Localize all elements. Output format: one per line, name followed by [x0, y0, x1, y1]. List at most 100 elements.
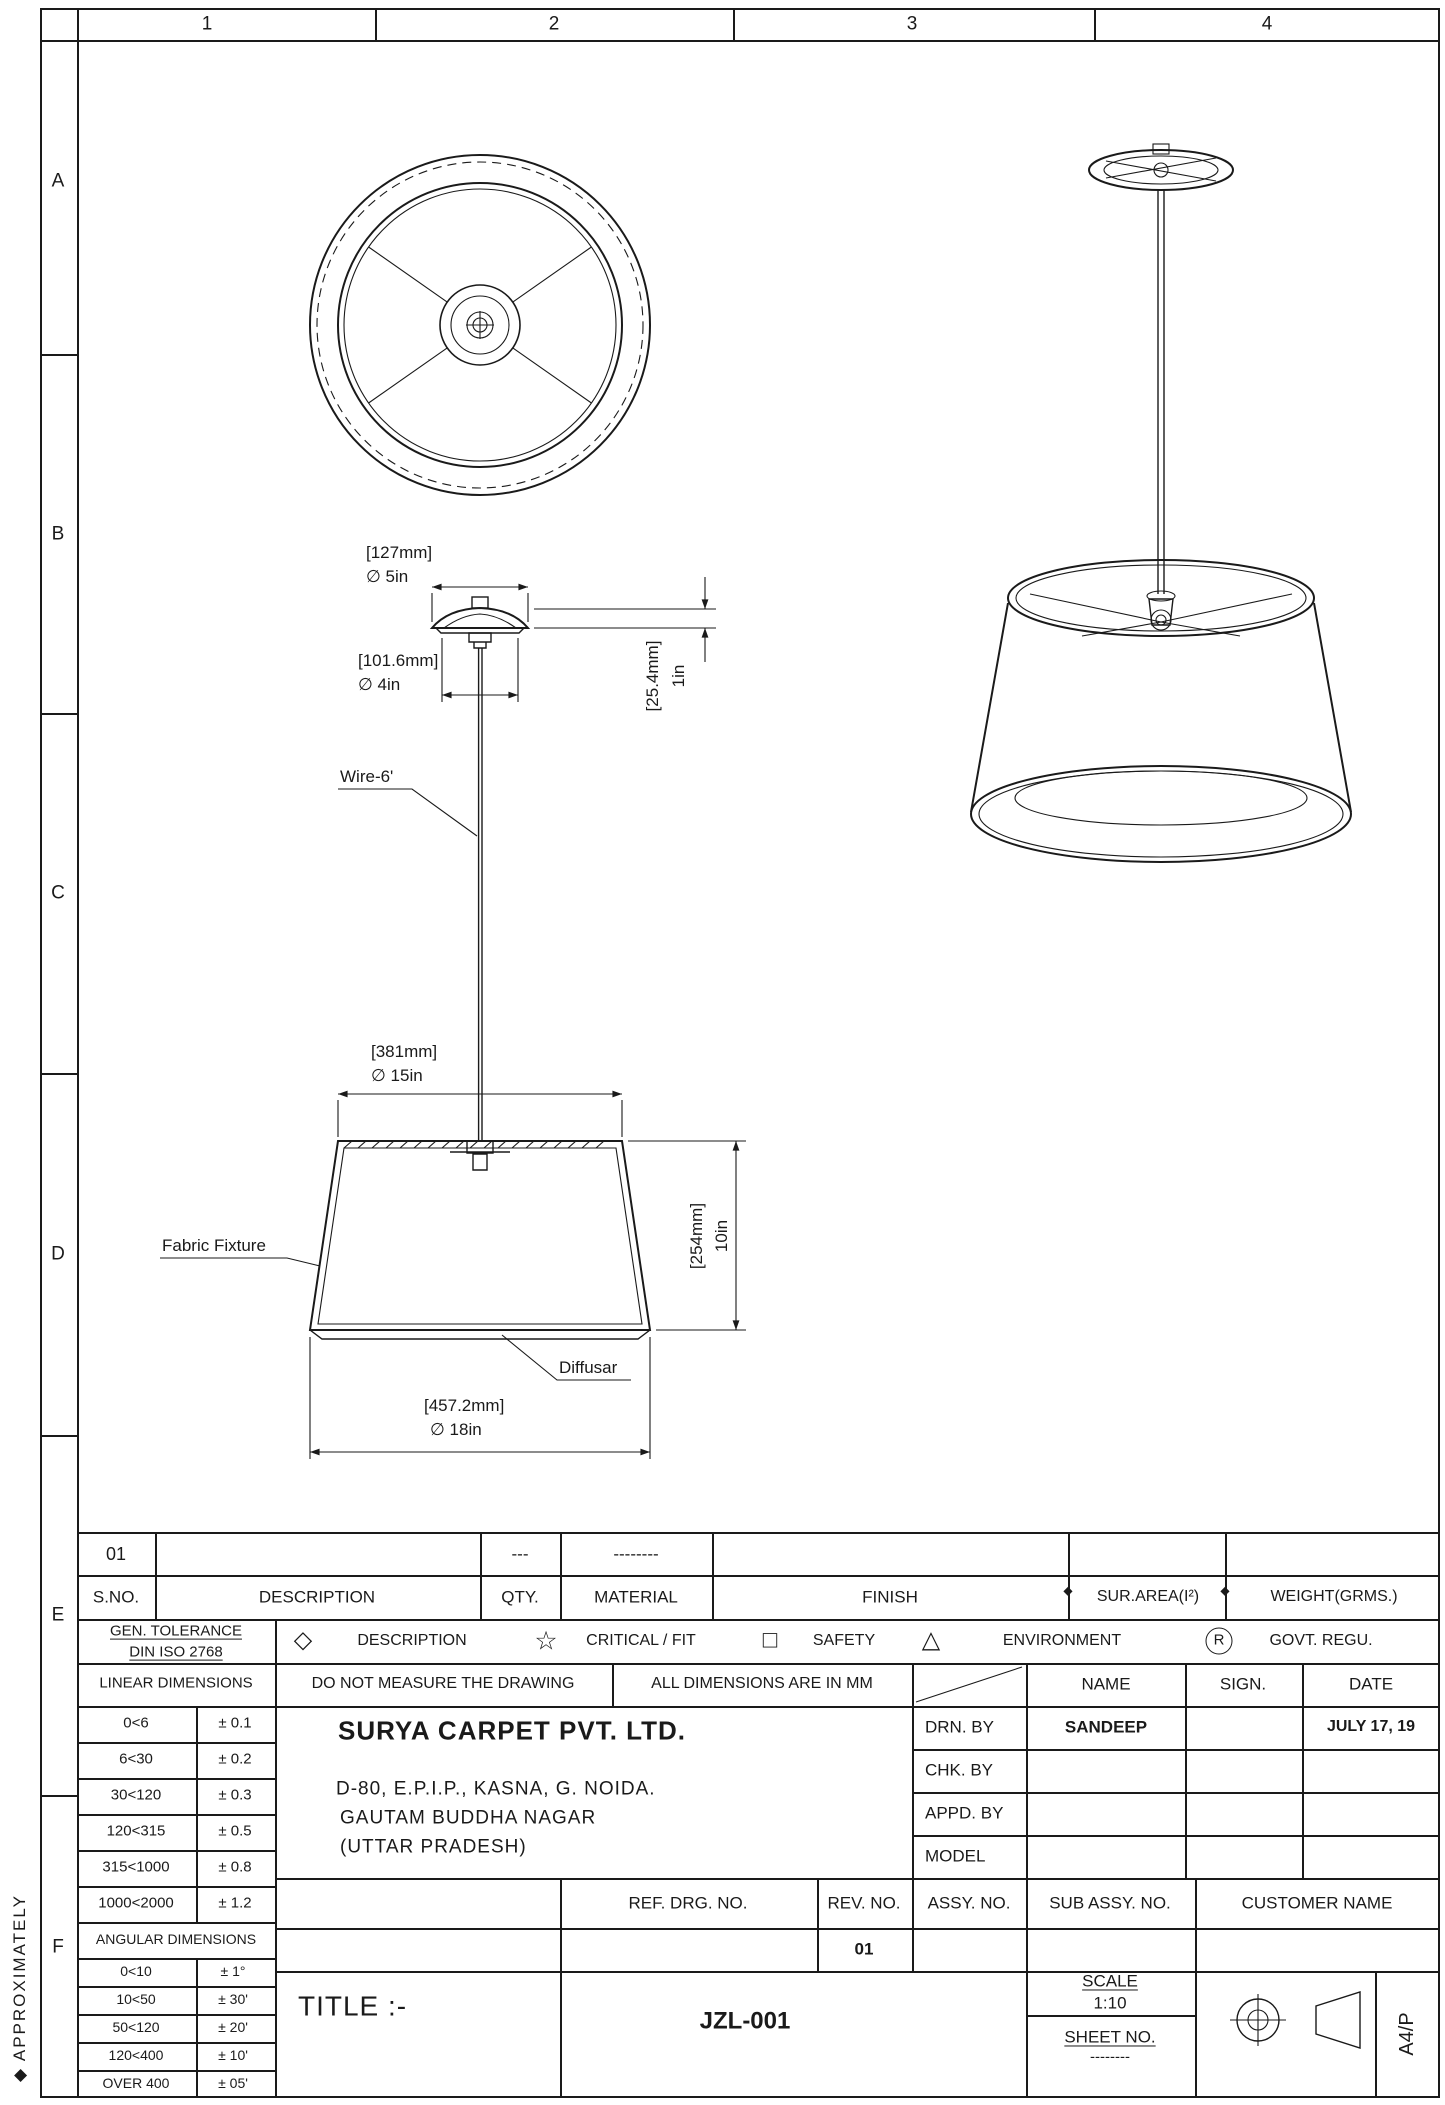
lin-tol-value: ± 0.2	[218, 1750, 252, 1768]
shade-inner-outline	[317, 1147, 643, 1325]
frame-line	[40, 40, 1440, 42]
company-address-1: D-80, E.P.I.P., KASNA, G. NOIDA.	[336, 1778, 656, 1800]
legend-environment-label: ENVIRONMENT	[1002, 1632, 1122, 1650]
lin-tol-range: 1000<2000	[98, 1894, 174, 1912]
triangle-icon: △	[921, 1626, 941, 1654]
shade-top-rim	[337, 182, 623, 468]
grid-row-label: D	[51, 1243, 65, 1265]
table-line	[77, 1886, 275, 1888]
drawing-number: JZL-001	[699, 2007, 791, 2035]
socket-assembly	[450, 1140, 510, 1171]
header-sign: SIGN.	[1219, 1674, 1267, 1694]
hub-ring	[439, 284, 521, 366]
grid-row-label: F	[52, 1936, 64, 1958]
table-line	[155, 1532, 157, 1619]
gen-tolerance-line2: DIN ISO 2768	[129, 1643, 223, 1661]
table-line	[1225, 1532, 1227, 1619]
dim-plate-in: ∅ 4in	[358, 675, 400, 694]
table-line	[480, 1532, 482, 1619]
ang-tol-value: ± 05'	[218, 2075, 248, 2092]
slash-mark	[915, 1666, 1023, 1703]
ref-drg-no-label: REF. DRG. NO.	[628, 1893, 748, 1913]
header-weight: WEIGHT(GRMS.)	[1270, 1588, 1398, 1606]
header-date: DATE	[1348, 1674, 1394, 1694]
grid-tick	[40, 354, 77, 356]
grid-tick	[40, 1073, 77, 1075]
rev-no-value: 01	[854, 1939, 874, 1959]
dim-canopy-height-in: 1in	[669, 665, 688, 688]
company-address-3: (UTTAR PRADESH)	[340, 1836, 527, 1858]
units-note: ALL DIMENSIONS ARE IN MM	[651, 1675, 873, 1693]
extension-lines	[309, 1337, 651, 1459]
assy-no-label: ASSY. NO.	[927, 1893, 1011, 1913]
table-line	[560, 1532, 562, 1619]
no-measure-note: DO NOT MEASURE THE DRAWING	[311, 1675, 575, 1693]
extension-lines	[337, 1100, 623, 1137]
diamond-icon: ◇	[293, 1626, 313, 1654]
table-line	[77, 1814, 275, 1816]
socket	[1148, 598, 1174, 626]
front-view	[308, 596, 652, 1340]
table-line	[1195, 1878, 1197, 2098]
dim-shade-height-mm: [254mm]	[687, 1203, 706, 1269]
header-description: DESCRIPTION	[258, 1587, 376, 1607]
diffuser-lip	[309, 1329, 651, 1340]
drn-by-name: SANDEEP	[1064, 1717, 1148, 1737]
table-line	[77, 2070, 275, 2072]
star-icon: ☆	[534, 1625, 558, 1656]
grid-col-label: 3	[906, 13, 918, 35]
canopy-inner	[1103, 155, 1219, 185]
table-line	[77, 1742, 275, 1744]
dim-shade-top-mm: [381mm]	[371, 1042, 437, 1061]
header-sno: S.NO.	[92, 1587, 140, 1607]
rev-no-label: REV. NO.	[827, 1893, 901, 1913]
strain-relief	[1152, 143, 1170, 155]
table-line	[1026, 2015, 1195, 2017]
sheet-no-label: SHEET NO.	[1064, 2027, 1156, 2047]
legend-govt-label: GOVT. REGU.	[1269, 1632, 1373, 1650]
drn-by-date: JULY 17, 19	[1326, 1718, 1416, 1736]
lin-tol-value: ± 0.8	[218, 1858, 252, 1876]
wire-fitting	[468, 632, 492, 649]
table-line	[77, 2042, 275, 2044]
grid-col-label: 1	[201, 13, 213, 35]
table-line	[1375, 1971, 1377, 2098]
circle-r-icon: R	[1205, 1627, 1233, 1655]
rim-hatching	[343, 1140, 605, 1149]
dim-shade-bottom-in: ∅ 18in	[430, 1420, 482, 1439]
table-line	[196, 1958, 198, 2098]
table-line	[560, 1878, 562, 2098]
lin-tol-range: 30<120	[110, 1786, 162, 1804]
company-name: SURYA CARPET PVT. LTD.	[338, 1715, 687, 1746]
company-address-2: GAUTAM BUDDHA NAGAR	[340, 1807, 597, 1829]
grid-row-label: B	[51, 523, 65, 545]
shade-bottom-rim	[309, 154, 651, 496]
table-line	[1068, 1532, 1070, 1619]
diamond-marker-icon: ◆	[1220, 1583, 1230, 1598]
appd-by-label: APPD. BY	[925, 1803, 1004, 1823]
projection-symbol-cone	[1315, 1991, 1361, 2049]
shade-bottom-rim	[970, 765, 1352, 863]
hanging-wire	[1157, 190, 1165, 594]
table-line	[275, 1928, 1440, 1930]
table-line	[1185, 1663, 1187, 1878]
top-view	[309, 154, 651, 496]
title-label: TITLE :-	[298, 1990, 408, 2022]
extension-lines	[431, 593, 529, 622]
angular-dimensions-header: ANGULAR DIMENSIONS	[95, 1931, 257, 1948]
table-line	[912, 1663, 914, 1971]
table-line	[77, 1619, 1440, 1621]
table-line	[77, 1532, 1440, 1534]
table-line	[77, 1778, 275, 1780]
shade-top-rim-inner	[343, 188, 617, 462]
fabric-fixture-label: Fabric Fixture	[162, 1236, 266, 1255]
lin-tol-value: ± 1.2	[218, 1894, 252, 1912]
table-line	[77, 1850, 275, 1852]
center-mark	[466, 311, 494, 339]
header-material: MATERIAL	[594, 1587, 678, 1607]
table-line	[77, 1958, 275, 1960]
grid-row-label: E	[51, 1604, 65, 1626]
lin-tol-range: 120<315	[106, 1822, 166, 1840]
table-line	[817, 1878, 819, 1971]
